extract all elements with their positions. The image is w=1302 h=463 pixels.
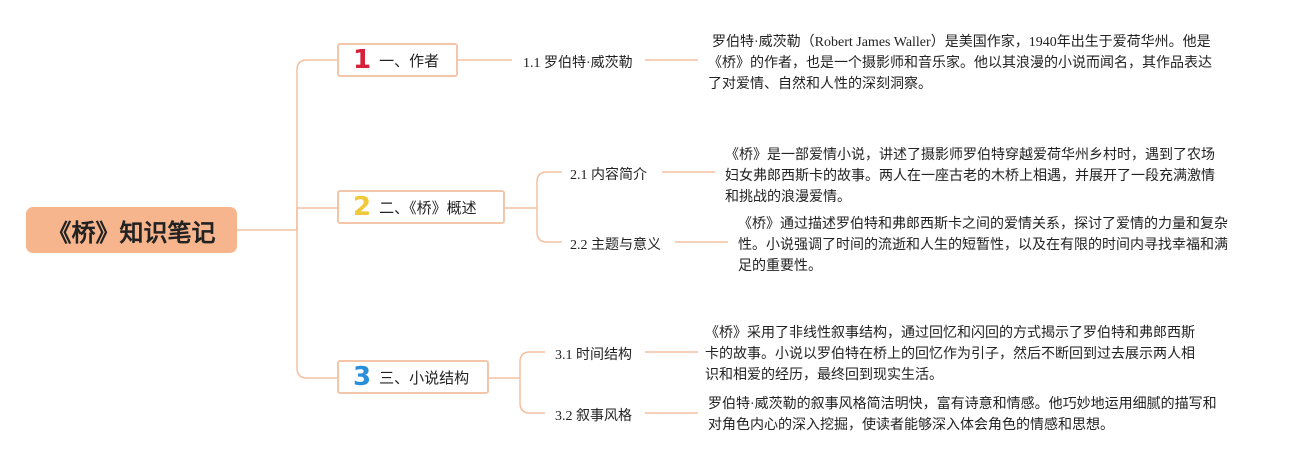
sub-node-2-2[interactable]: 2.2 主题与意义 <box>570 238 661 253</box>
branch-label: 一、作者 <box>379 51 440 70</box>
sub-node-2-1-description: 《桥》是一部爱情小说，讲述了摄影师罗伯特穿越爱荷华州乡村时，遇到了农场妇女弗郎西… <box>725 148 1215 205</box>
sub-node-3-1[interactable]: 3.1 时间结构 <box>555 348 632 363</box>
root-node[interactable]: 《桥》知识笔记 <box>26 207 237 253</box>
sub-node-1-1[interactable]: 1.1 罗伯特·威茨勒 <box>523 56 633 71</box>
branch-node-overview[interactable]: 2 二、《桥》概述 <box>337 190 505 224</box>
branch-node-structure[interactable]: 3 三、小说结构 <box>337 360 489 394</box>
sub-node-3-2[interactable]: 3.2 叙事风格 <box>555 409 632 424</box>
root-title: 《桥》知识笔记 <box>47 218 216 247</box>
sub-node-1-1-description: 罗伯特·威茨勒（Robert James Waller）是美国作家，1940年出… <box>708 35 1212 92</box>
number-two-icon: 2 <box>353 192 372 222</box>
sub-node-3-1-description: 《桥》采用了非线性叙事结构，通过回忆和闪回的方式揭示了罗伯特和弗郎西斯卡的故事。… <box>705 326 1195 383</box>
number-one-icon: 1 <box>353 45 372 75</box>
branch-label: 三、小说结构 <box>379 368 470 387</box>
sub-node-2-1[interactable]: 2.1 内容简介 <box>570 168 647 183</box>
branch-label: 二、《桥》概述 <box>379 198 477 217</box>
number-three-icon: 3 <box>353 362 372 392</box>
branch-node-author[interactable]: 1 一、作者 <box>337 43 458 77</box>
sub-node-2-2-description: 《桥》通过描述罗伯特和弗郎西斯卡之间的爱情关系，探讨了爱情的力量和复杂性。小说强… <box>738 217 1228 274</box>
sub-node-3-2-description: 罗伯特·威茨勒的叙事风格简洁明快，富有诗意和情感。他巧妙地运用细腻的描写和对角色… <box>708 397 1217 433</box>
